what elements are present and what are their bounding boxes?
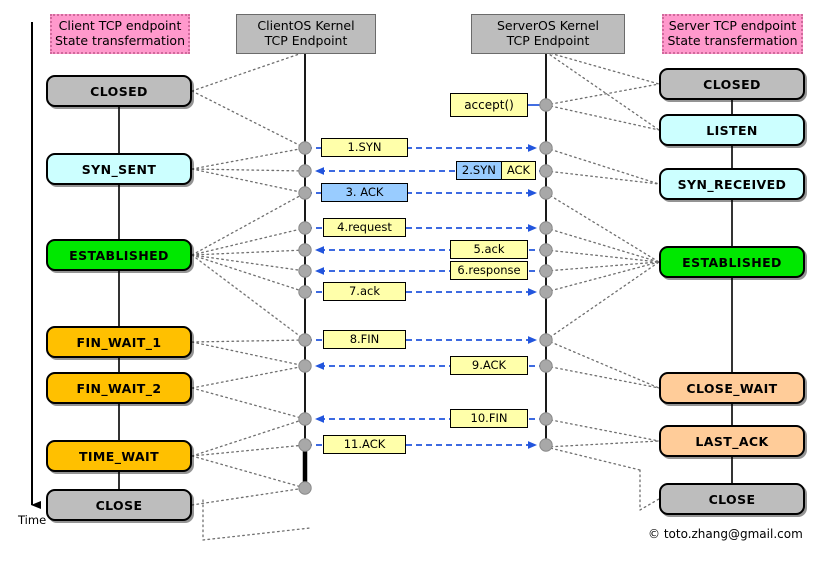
client-state-closed[interactable]: CLOSED	[46, 75, 192, 107]
server-state-established[interactable]: ESTABLISHED	[659, 246, 805, 278]
server-state-close-wait[interactable]: CLOSE_WAIT	[659, 372, 805, 404]
message-box-10-fin[interactable]: 10.FIN	[450, 409, 528, 428]
message-label-5-ack: 5.ack	[473, 242, 505, 256]
client-banner-line2: State transfermation	[55, 33, 185, 48]
server-state-closed[interactable]: CLOSED	[659, 68, 805, 100]
client-kernel-line1: ClientOS Kernel	[257, 18, 355, 34]
message-box-4-request[interactable]: 4.request	[323, 218, 406, 237]
server-banner: Server TCP endpoint State transfermation	[662, 14, 803, 54]
message-label-4-request: 4.request	[337, 220, 392, 234]
server-state-listen-label: LISTEN	[706, 122, 758, 138]
client-state-established[interactable]: ESTABLISHED	[46, 239, 192, 271]
client-state-close[interactable]: CLOSE	[46, 489, 192, 521]
server-state-listen[interactable]: LISTEN	[659, 114, 805, 146]
message-label-6-response: 6.response	[457, 263, 521, 277]
message-label-2-syn: 2.SYN	[455, 161, 502, 180]
message-box-5-ack[interactable]: 5.ack	[450, 240, 528, 259]
time-axis-label: Time	[18, 513, 47, 527]
client-kernel-line2: TCP Endpoint	[264, 33, 348, 48]
client-state-fin-wait-2-label: FIN_WAIT_2	[76, 380, 162, 396]
server-connectors	[545, 51, 660, 511]
message-box-9-ack[interactable]: 9.ACK	[450, 356, 528, 375]
client-state-established-label: ESTABLISHED	[69, 247, 169, 263]
server-state-closed-label: CLOSED	[703, 76, 761, 92]
copyright-text: © toto.zhang@gmail.com	[648, 527, 803, 541]
server-state-last-ack[interactable]: LAST_ACK	[659, 425, 805, 457]
message-box-6-response[interactable]: 6.response	[450, 261, 528, 280]
message-box-2-syn-ack[interactable]: 2.SYN ACK	[448, 161, 544, 180]
client-state-syn-sent-label: SYN_SENT	[81, 161, 157, 177]
client-state-close-label: CLOSE	[95, 497, 143, 513]
client-state-time-wait-label: TIME_WAIT	[78, 448, 160, 464]
client-connectors	[191, 51, 311, 541]
client-state-fin-wait-2[interactable]: FIN_WAIT_2	[46, 372, 192, 404]
client-banner: Client TCP endpoint State transfermation	[50, 14, 190, 54]
server-banner-line1: Server TCP endpoint	[668, 18, 797, 34]
server-kernel-line1: ServerOS Kernel	[496, 18, 599, 34]
server-state-close-label: CLOSE	[708, 491, 756, 507]
message-label-11-ack: 11.ACK	[343, 437, 386, 451]
client-state-closed-label: CLOSED	[90, 83, 148, 99]
message-box-8-fin[interactable]: 8.FIN	[323, 330, 406, 349]
server-state-last-ack-label: LAST_ACK	[695, 433, 769, 449]
accept-call-box[interactable]: accept()	[450, 93, 528, 117]
message-box-7-ack[interactable]: 7.ack	[323, 282, 406, 301]
message-label-2-ack: ACK	[501, 161, 537, 180]
accept-call-label: accept()	[464, 98, 514, 112]
server-state-close[interactable]: CLOSE	[659, 483, 805, 515]
message-box-3-ack[interactable]: 3. ACK	[321, 183, 408, 202]
server-kernel-line2: TCP Endpoint	[506, 33, 590, 48]
message-label-8-fin: 8.FIN	[349, 332, 380, 346]
message-label-1-syn: 1.SYN	[347, 140, 382, 154]
message-label-10-fin: 10.FIN	[470, 411, 508, 425]
message-label-3-ack: 3. ACK	[345, 185, 384, 199]
message-box-11-ack[interactable]: 11.ACK	[323, 435, 406, 454]
client-banner-line1: Client TCP endpoint	[58, 18, 182, 34]
server-state-syn-received[interactable]: SYN_RECEIVED	[659, 168, 805, 200]
client-state-fin-wait-1-label: FIN_WAIT_1	[76, 334, 162, 350]
server-state-close-wait-label: CLOSE_WAIT	[686, 380, 778, 396]
message-label-7-ack: 7.ack	[348, 284, 380, 298]
client-kernel-banner: ClientOS Kernel TCP Endpoint	[236, 14, 376, 54]
client-state-fin-wait-1[interactable]: FIN_WAIT_1	[46, 326, 192, 358]
message-label-9-ack: 9.ACK	[471, 358, 507, 372]
server-kernel-banner: ServerOS Kernel TCP Endpoint	[471, 14, 625, 54]
client-state-syn-sent[interactable]: SYN_SENT	[46, 153, 192, 185]
server-banner-line2: State transfermation	[667, 33, 798, 48]
server-state-syn-received-label: SYN_RECEIVED	[677, 176, 787, 192]
client-state-time-wait[interactable]: TIME_WAIT	[46, 440, 192, 472]
server-state-established-label: ESTABLISHED	[682, 254, 782, 270]
message-box-1-syn[interactable]: 1.SYN	[321, 138, 408, 157]
